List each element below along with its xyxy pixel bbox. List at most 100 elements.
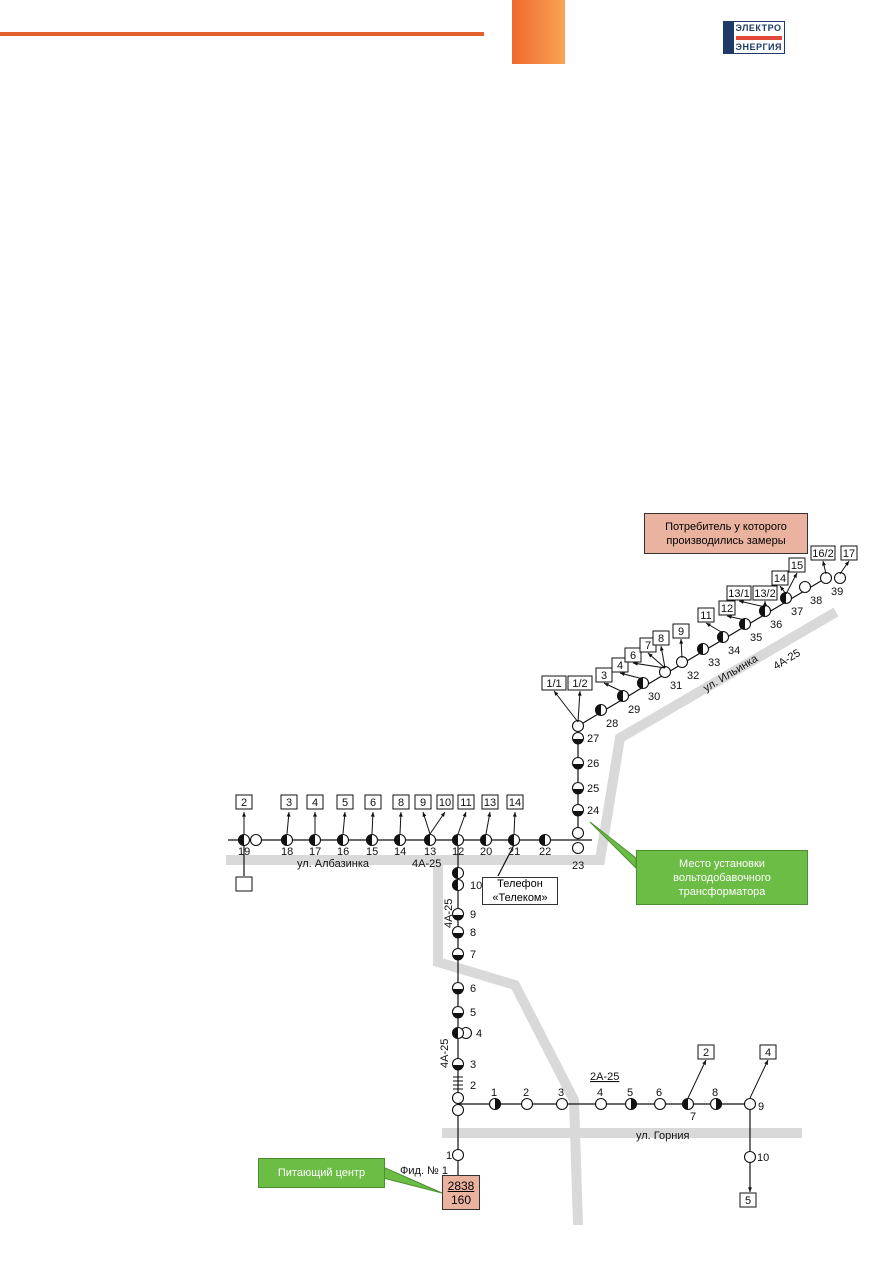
service-drop-arrow xyxy=(659,645,666,669)
consumer-box: 1/1 xyxy=(541,675,567,691)
consumer-box: 4 xyxy=(759,1044,777,1060)
consumer-box: 17 xyxy=(840,545,858,561)
consumer-number: 14 xyxy=(774,573,786,585)
consumer-box xyxy=(235,876,253,892)
node-junction xyxy=(451,1103,465,1117)
consumer-number: 13/1 xyxy=(728,588,749,600)
consumer-number: 10 xyxy=(439,797,451,809)
pole-label: 21 xyxy=(508,846,520,858)
service-drop-arrow xyxy=(679,638,684,659)
pole-label: 32 xyxy=(687,670,699,682)
pole-label: 9 xyxy=(470,909,476,921)
logo-text-bottom: ЭНЕРГИЯ xyxy=(735,42,782,52)
consumer-number: 4 xyxy=(765,1047,771,1059)
consumer-box: 10 xyxy=(436,794,454,810)
service-drop-arrow xyxy=(512,811,517,835)
feeder-label: Фид. № 1 xyxy=(400,1165,448,1177)
service-drop-arrow xyxy=(822,560,827,575)
consumer-box: 4 xyxy=(306,794,324,810)
pole-gorniya-9 xyxy=(743,1097,757,1111)
pole-albazinka-14 xyxy=(393,833,407,847)
consumer-box: 14 xyxy=(506,794,524,810)
pole-gorniya-1 xyxy=(488,1097,502,1111)
pole-label: 13 xyxy=(424,846,436,858)
cable-albazinka: 4А-25 xyxy=(412,858,441,870)
service-drop-arrow xyxy=(577,690,582,723)
service-drop-arrow xyxy=(553,690,579,723)
consumer-number: 14 xyxy=(509,797,521,809)
pole-label: 19 xyxy=(238,846,250,858)
service-drop-arrow xyxy=(342,811,347,835)
road-cross xyxy=(433,860,583,1226)
consumer-number: 11 xyxy=(700,610,711,622)
pole-gorniya-6 xyxy=(653,1097,667,1111)
consumer-box: 13/2 xyxy=(752,585,778,601)
pole-label: 2 xyxy=(523,1087,529,1099)
pole-label: 30 xyxy=(648,691,660,703)
service-drop-arrow xyxy=(785,572,798,595)
pole-albazinka-18 xyxy=(280,833,294,847)
substation-box: 2838 160 xyxy=(442,1175,480,1210)
pole-label: 6 xyxy=(656,1087,662,1099)
pole-label: 8 xyxy=(712,1087,718,1099)
consumer-box: 11 xyxy=(697,607,715,623)
pole-albazinka-22 xyxy=(538,833,552,847)
consumer-number: 6 xyxy=(630,650,636,662)
pole-label: 12 xyxy=(452,846,464,858)
pole-albazinka-17 xyxy=(308,833,322,847)
consumer-box: 8 xyxy=(652,630,670,646)
pole-riser-25 xyxy=(571,781,585,795)
phone-line xyxy=(497,844,515,877)
street-albazinka: ул. Албазинка xyxy=(297,858,370,870)
booster-callout: Место установки вольтодобавочного трансф… xyxy=(636,850,808,905)
consumer-number: 1/1 xyxy=(546,678,561,690)
pole-ilyinka-34 xyxy=(716,630,730,644)
service-drop-arrow xyxy=(763,601,767,607)
pole-ilyinka-30 xyxy=(636,676,650,690)
node-pole xyxy=(249,833,263,847)
pole-label: 22 xyxy=(539,846,551,858)
pole-label: 7 xyxy=(690,1111,696,1123)
pole-main-8 xyxy=(451,925,465,939)
pole-label: 25 xyxy=(587,783,599,795)
consumer-box: 6 xyxy=(624,647,642,663)
service-drop-arrow xyxy=(422,811,431,835)
pole-main-7 xyxy=(451,947,465,961)
service-drop-arrow xyxy=(429,811,446,835)
pole-albazinka-21 xyxy=(507,833,521,847)
header-rule xyxy=(0,32,484,36)
consumer-number: 6 xyxy=(370,797,376,809)
pole-ilyinka-28 xyxy=(594,703,608,717)
consumer-box: 3 xyxy=(280,794,298,810)
consumer-box: 9 xyxy=(414,794,432,810)
substation-power: 160 xyxy=(450,1192,472,1207)
pole-albazinka-19 xyxy=(237,833,251,847)
node-junction xyxy=(451,1091,465,1105)
street-gorniya: ул. Горния xyxy=(636,1130,689,1142)
pole-ilyinka-38 xyxy=(798,580,812,594)
consumer-number: 5 xyxy=(745,1195,751,1207)
consumer-number: 9 xyxy=(420,797,426,809)
pole-label: 28 xyxy=(606,718,618,730)
service-drop-arrow xyxy=(603,682,624,693)
pole-label: 8 xyxy=(470,927,476,939)
cable-main-upper: 4А-25 xyxy=(443,899,455,928)
node-pole xyxy=(571,841,585,855)
pole-label: 17 xyxy=(309,846,321,858)
pole-label: 1 xyxy=(491,1087,497,1099)
service-drop-arrow xyxy=(398,811,403,835)
consumer-box: 12 xyxy=(718,600,736,616)
pole-label: 5 xyxy=(470,1007,476,1019)
company-logo: ЭЛЕКТРО ЭНЕРГИЯ xyxy=(723,21,785,54)
pole-label: 31 xyxy=(670,680,682,692)
pole-label: 35 xyxy=(750,632,762,644)
service-drop-arrow xyxy=(748,1170,752,1192)
service-drop-arrow xyxy=(705,622,724,634)
consumer-number: 1/2 xyxy=(572,678,587,690)
consumer-box: 15 xyxy=(788,557,806,573)
consumer-number: 11 xyxy=(460,797,471,809)
consumer-box: 13/1 xyxy=(726,585,752,601)
pole-riser-26 xyxy=(571,756,585,770)
service-drop-arrow xyxy=(749,1059,769,1099)
pole-main-9 xyxy=(451,907,465,921)
